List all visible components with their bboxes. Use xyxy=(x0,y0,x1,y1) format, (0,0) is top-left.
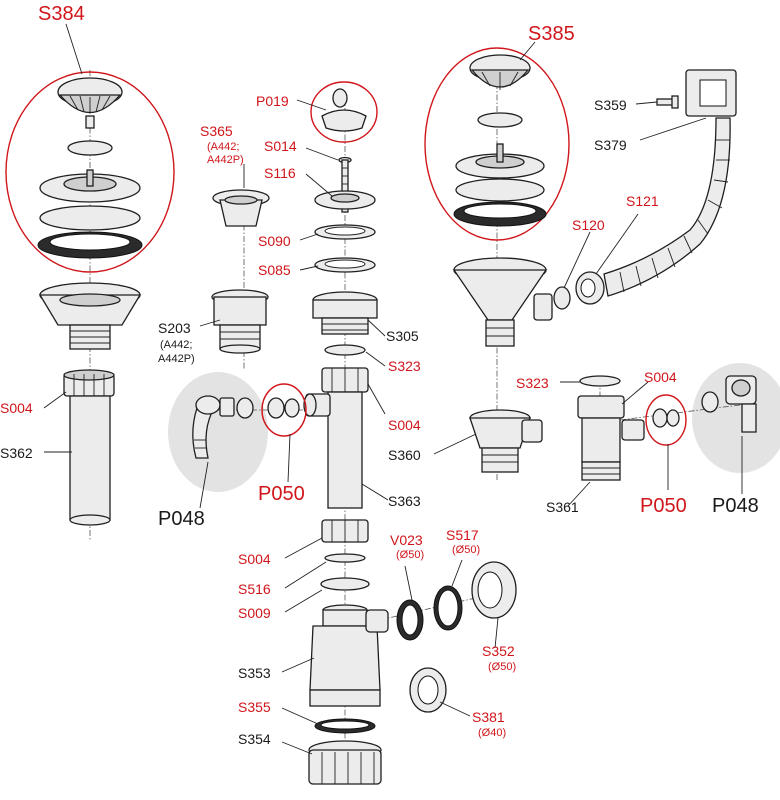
code-s354: S354 xyxy=(238,731,271,747)
flange-s384 xyxy=(39,169,141,203)
group-outline-p050-right xyxy=(645,394,687,446)
flange-s385 xyxy=(455,143,545,179)
note-s352: (Ø50) xyxy=(488,661,516,673)
nut-s352 xyxy=(471,561,517,619)
nut-s121 xyxy=(575,271,605,305)
code-s353: S353 xyxy=(238,665,271,681)
nut-s004-low xyxy=(321,519,369,543)
ring-s323-left xyxy=(324,344,366,356)
plug-p019 xyxy=(321,88,367,132)
code-s517: S517 xyxy=(446,527,479,543)
fitting-s203 xyxy=(211,289,269,354)
code-p050-right: P050 xyxy=(640,495,687,517)
valve-p050-left xyxy=(267,397,300,419)
note-s203-2: A442P) xyxy=(158,353,195,365)
strainer-basket-s385 xyxy=(469,54,531,90)
gasket-s009 xyxy=(320,577,370,591)
tube-s362 xyxy=(69,395,111,526)
valve-p050-right xyxy=(652,408,680,428)
elbow-p048-left xyxy=(192,395,235,459)
note-s365-1: (A442; xyxy=(207,141,239,153)
ring-s516 xyxy=(324,553,366,563)
shade-p048-right xyxy=(692,363,780,473)
group-outline-s384 xyxy=(5,71,175,273)
code-s085: S085 xyxy=(258,262,291,278)
collar-s365 xyxy=(212,189,270,227)
code-s385: S385 xyxy=(528,23,575,45)
code-s361: S361 xyxy=(546,499,579,515)
code-s116: S116 xyxy=(264,165,296,181)
group-outline-p050-left xyxy=(261,383,307,437)
ring-s120 xyxy=(553,286,571,310)
code-p019: P019 xyxy=(256,93,289,109)
note-s365-2: A442P) xyxy=(207,154,244,166)
flange-s116 xyxy=(314,190,376,210)
group-outline-p019 xyxy=(310,81,378,143)
code-s363: S363 xyxy=(388,493,421,509)
code-p050-left: P050 xyxy=(258,483,305,505)
code-s381: S381 xyxy=(472,709,505,725)
code-s360: S360 xyxy=(388,447,421,463)
tee-s363 xyxy=(303,367,369,509)
body-s305 xyxy=(312,291,378,335)
code-s120: S120 xyxy=(572,217,605,233)
code-s379: S379 xyxy=(594,137,627,153)
note-s517: (Ø50) xyxy=(452,544,480,556)
code-s004-mid: S004 xyxy=(388,417,421,433)
code-s355: S355 xyxy=(238,699,271,715)
washer-s385 xyxy=(477,112,523,128)
code-s305: S305 xyxy=(386,328,419,344)
note-s203-1: (A442; xyxy=(160,339,192,351)
code-s090: S090 xyxy=(258,233,291,249)
ring-s323-right xyxy=(579,375,621,387)
code-p048-left: P048 xyxy=(158,508,205,530)
leader-lines xyxy=(43,23,743,755)
note-s381: (Ø40) xyxy=(478,727,506,739)
code-s352: S352 xyxy=(482,643,515,659)
axis-horizontal-right xyxy=(619,404,741,421)
code-p048-right: P048 xyxy=(712,495,759,517)
ring-left-horizontal xyxy=(236,397,254,419)
code-s323-right: S323 xyxy=(516,375,549,391)
code-s014: S014 xyxy=(264,138,297,154)
overflow-head-s359 xyxy=(685,69,737,117)
code-s516: S516 xyxy=(238,581,271,597)
nut-s381 xyxy=(409,667,447,713)
code-v023: V023 xyxy=(390,532,423,548)
gasket-s384 xyxy=(39,205,141,231)
strainer-basket-s384 xyxy=(57,77,123,129)
shade-p048-left xyxy=(168,372,268,492)
bowl-right xyxy=(452,257,553,347)
code-s121: S121 xyxy=(626,193,659,209)
elbow-p048-right xyxy=(701,375,757,433)
screw-s014 xyxy=(338,156,352,213)
nut-s004-left xyxy=(63,369,115,397)
code-s323-left: S323 xyxy=(388,358,421,374)
gasket-s385 xyxy=(455,178,545,202)
tee-s361 xyxy=(577,395,645,481)
hose-s379 xyxy=(603,117,731,297)
bottle-trap-s353 xyxy=(309,604,389,707)
code-s384: S384 xyxy=(38,3,85,25)
code-s004-right: S004 xyxy=(644,369,677,385)
code-s203: S203 xyxy=(158,320,191,336)
code-s004-low: S004 xyxy=(238,551,271,567)
code-s365: S365 xyxy=(200,123,233,139)
cap-s354 xyxy=(308,740,382,785)
group-outline-s385 xyxy=(424,47,570,241)
bowl-left xyxy=(38,282,142,350)
screw-s359 xyxy=(656,95,679,109)
strainer-s360 xyxy=(469,409,543,473)
washer-s384 xyxy=(67,140,113,156)
code-s009: S009 xyxy=(238,605,271,621)
note-v023: (Ø50) xyxy=(396,549,424,561)
code-s004-left: S004 xyxy=(0,400,33,416)
code-s362: S362 xyxy=(0,445,33,461)
code-s359: S359 xyxy=(594,97,627,113)
